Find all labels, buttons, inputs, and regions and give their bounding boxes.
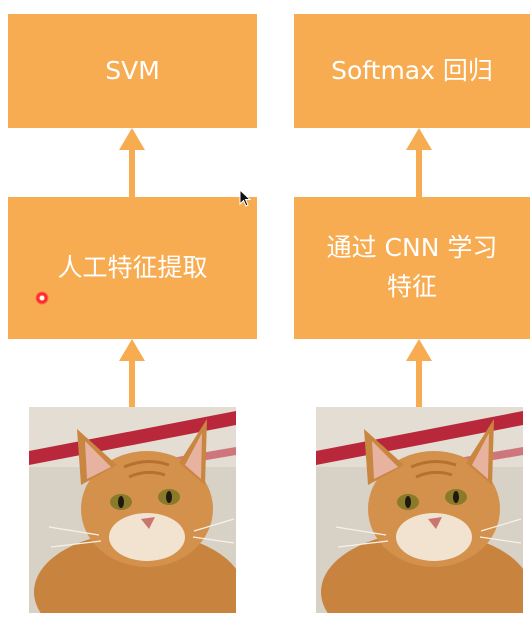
mouse-cursor-icon [239,189,251,207]
manual-feature-label: 人工特征提取 [57,252,208,282]
softmax-label: Softmax 回归 [331,55,493,85]
softmax-box: Softmax 回归 [294,14,530,128]
svm-label: SVM [105,55,160,85]
svm-box: SVM [8,14,257,128]
manual-feature-box: 人工特征提取 [8,197,257,339]
cnn-feature-label-line2: 特征 [386,272,437,301]
cat-photo-left [29,407,236,613]
laser-pointer-icon [35,291,49,305]
arrow-up-icon [119,339,145,409]
arrow-up-icon [119,128,145,198]
arrow-up-icon [406,128,432,198]
cnn-feature-box: 通过 CNN 学习 特征 [294,197,530,339]
cat-photo-right [316,407,523,613]
cnn-feature-label-line1: 通过 CNN 学习 [326,233,498,263]
arrow-up-icon [406,339,432,409]
